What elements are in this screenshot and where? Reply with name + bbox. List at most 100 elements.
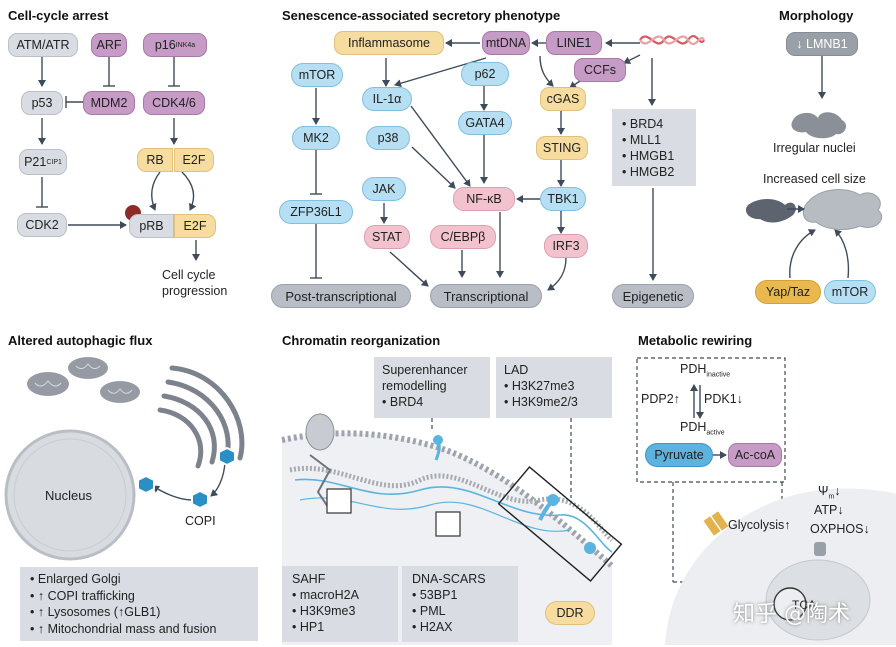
increased-cell-size-label: Increased cell size	[763, 172, 866, 186]
epigenetic-item: • HMGB2	[622, 165, 675, 179]
dna-scars-box: DNA-SCARS • 53BP1 • PML • H2AX	[402, 566, 518, 642]
stat-node: STAT	[364, 225, 410, 249]
p62-node: p62	[461, 62, 509, 86]
irregular-nuclei-label: Irregular nuclei	[773, 141, 856, 155]
rb-node: RB	[137, 148, 173, 172]
watermark: 知乎 @陶术	[733, 602, 850, 627]
superenhancer-title-1: Superenhancer	[382, 363, 468, 377]
transcriptional-node: Transcriptional	[430, 284, 542, 308]
ccfs-node: CCFs	[574, 58, 626, 82]
sahf-box: SAHF • macroH2A • H3K9me3 • HP1	[282, 566, 398, 642]
p16-superscript: INK4a	[175, 41, 196, 49]
inflammasome-node: Inflammasome	[334, 31, 444, 55]
pdh-inactive-label: PDHinactive	[680, 362, 731, 379]
atp-label: ATP↓	[814, 503, 844, 517]
sasp-header: Senescence-associated secretory phenotyp…	[282, 8, 561, 23]
metabolic-header: Metabolic rewiring	[638, 333, 753, 348]
autophagy-item: • ↑ COPI trafficking	[30, 588, 135, 603]
tca-label: TCA	[792, 598, 816, 612]
lmnb1-node: ↓ LMNB1	[786, 32, 858, 56]
pdp2-label: PDP2↑	[641, 392, 680, 406]
dna-scars-item: • PML	[412, 604, 446, 618]
dna-scars-item: • H2AX	[412, 620, 453, 634]
e2f-top-node: E2F	[174, 148, 214, 172]
epigenetic-item: • HMGB1	[622, 149, 675, 163]
dna-scars-title: DNA-SCARS	[412, 572, 486, 586]
sting-node: STING	[536, 136, 588, 160]
epigenetic-node: Epigenetic	[612, 284, 694, 308]
sahf-item: • HP1	[292, 620, 325, 634]
p38-node: p38	[366, 126, 410, 150]
acetyl-coa-node: Ac-coA	[728, 443, 782, 467]
epigenetic-factors-box: • BRD4 • MLL1 • HMGB1 • HMGB2	[612, 109, 696, 186]
cebpb-node: C/EBPβ	[430, 225, 496, 249]
cdk46-node: CDK4/6	[143, 91, 205, 115]
mdm2-node: MDM2	[83, 91, 135, 115]
morphology-header: Morphology	[779, 8, 854, 23]
p53-node: p53	[21, 91, 63, 115]
large-cell-icon	[802, 189, 883, 230]
autophagy-item: • ↑ Mitochondrial mass and fusion	[30, 621, 217, 636]
glycolysis-label: Glycolysis↑	[728, 518, 791, 532]
atm-atr-node: ATM/ATR	[8, 33, 78, 57]
small-cell-icon	[745, 198, 796, 223]
prb-node: pRB	[129, 214, 174, 238]
psi-label: Ψm↓	[818, 484, 841, 501]
copi-label: COPI	[185, 514, 216, 528]
epigenetic-item: • MLL1	[622, 133, 662, 147]
irf3-node: IRF3	[544, 234, 588, 258]
lad-box: LAD • H3K27me3 • H3K9me2/3	[496, 357, 612, 418]
mtor-node: mTOR	[291, 63, 343, 87]
pdk1-label: PDK1↓	[704, 392, 743, 406]
superenhancer-box: Superenhancer remodelling • BRD4	[374, 357, 490, 418]
superenhancer-item: • BRD4	[382, 395, 424, 409]
sahf-item: • H3K9me3	[292, 604, 356, 618]
lad-item: • H3K9me2/3	[504, 395, 578, 409]
arrows	[36, 39, 850, 616]
cell-cycle-header: Cell-cycle arrest	[8, 8, 109, 23]
morph-mtor-node: mTOR	[824, 280, 876, 304]
jak-node: JAK	[362, 177, 406, 201]
dna-scars-item: • 53BP1	[412, 588, 458, 602]
e2f-bottom-node: E2F	[174, 214, 216, 238]
lad-item: • H3K27me3	[504, 379, 575, 393]
tbk1-node: TBK1	[540, 187, 586, 211]
autophagy-header: Altered autophagic flux	[8, 333, 153, 348]
mtdna-node: mtDNA	[482, 31, 530, 55]
yap-taz-node: Yap/Taz	[755, 280, 821, 304]
epigenetic-item: • BRD4	[622, 117, 664, 131]
sahf-item: • macroH2A	[292, 588, 359, 602]
post-transcriptional-node: Post-transcriptional	[271, 284, 411, 308]
autophagy-item: • ↑ Lysosomes (↑GLB1)	[30, 605, 161, 619]
mk2-node: MK2	[292, 126, 340, 150]
superenhancer-title-2: remodelling	[382, 379, 447, 393]
arf-node: ARF	[91, 33, 127, 57]
autophagy-list-box: • Enlarged Golgi • ↑ COPI trafficking • …	[20, 567, 258, 641]
line1-node: LINE1	[546, 31, 602, 55]
pyruvate-node: Pyruvate	[645, 443, 713, 467]
zfp36l1-node: ZFP36L1	[279, 200, 353, 224]
chromatin-header: Chromatin reorganization	[282, 333, 441, 348]
nfkb-node: NF-κB	[453, 187, 515, 211]
sahf-title: SAHF	[292, 572, 326, 586]
oxphos-label: OXPHOS↓	[810, 522, 870, 536]
mitochondria-icons	[27, 357, 140, 403]
dna-helix-icon	[639, 34, 705, 46]
cell-cycle-progression-label-1: Cell cycle	[162, 268, 216, 282]
cell-cycle-progression-label-2: progression	[162, 284, 228, 298]
p16-label: p16	[154, 38, 176, 52]
irregular-nucleus-icon	[791, 112, 847, 139]
metabolic-cell-icon	[665, 488, 896, 645]
nucleus-label: Nucleus	[45, 488, 92, 503]
cdk2-node: CDK2	[17, 213, 67, 237]
ddr-node: DDR	[545, 601, 595, 625]
p21-label: P21	[24, 155, 47, 169]
lysosome-icons	[137, 446, 236, 510]
pdh-active-label: PDHactive	[680, 420, 725, 437]
cgas-node: cGAS	[540, 87, 586, 111]
il1a-node: IL-1α	[362, 87, 412, 111]
p21-superscript: CIP1	[46, 158, 62, 166]
